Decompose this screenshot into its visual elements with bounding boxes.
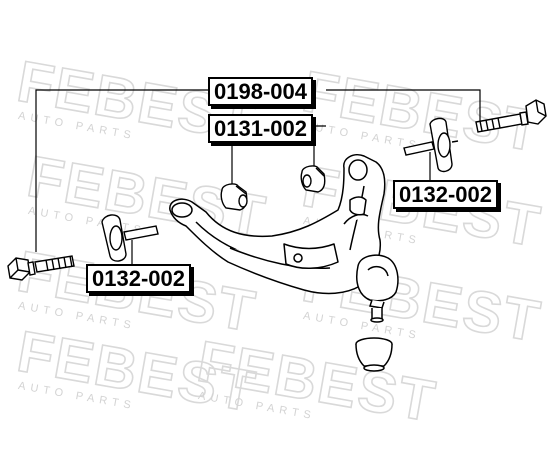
bushing-left [220,183,248,211]
bushing-right [300,165,326,193]
leader-line-bolt-left [35,89,208,252]
watermark-8: FEBEST AUTO PARTS [192,328,442,435]
dust-boot [355,337,393,372]
ball-joint [356,254,399,323]
long-bolt-left [7,255,75,281]
callout-bolt-kit: 0198-004 [208,77,313,106]
cam-bolt-left [101,214,159,262]
callout-cam-bolt-left: 0132-002 [86,264,191,293]
cam-bolt-right [403,117,459,173]
callout-bushing: 0131-002 [208,114,313,143]
long-bolt-right [475,99,547,133]
leader-line-bushing-right [313,125,326,166]
callout-cam-bolt-right: 0132-002 [393,180,498,209]
leader-line-bolt-right [326,89,481,124]
control-arm [169,154,386,302]
